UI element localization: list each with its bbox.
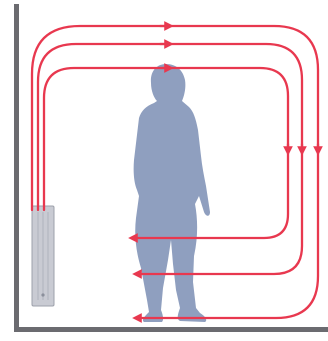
- heater: [32, 206, 54, 306]
- wall: [14, 4, 19, 332]
- person-silhouette: [134, 64, 210, 322]
- floor: [14, 327, 328, 332]
